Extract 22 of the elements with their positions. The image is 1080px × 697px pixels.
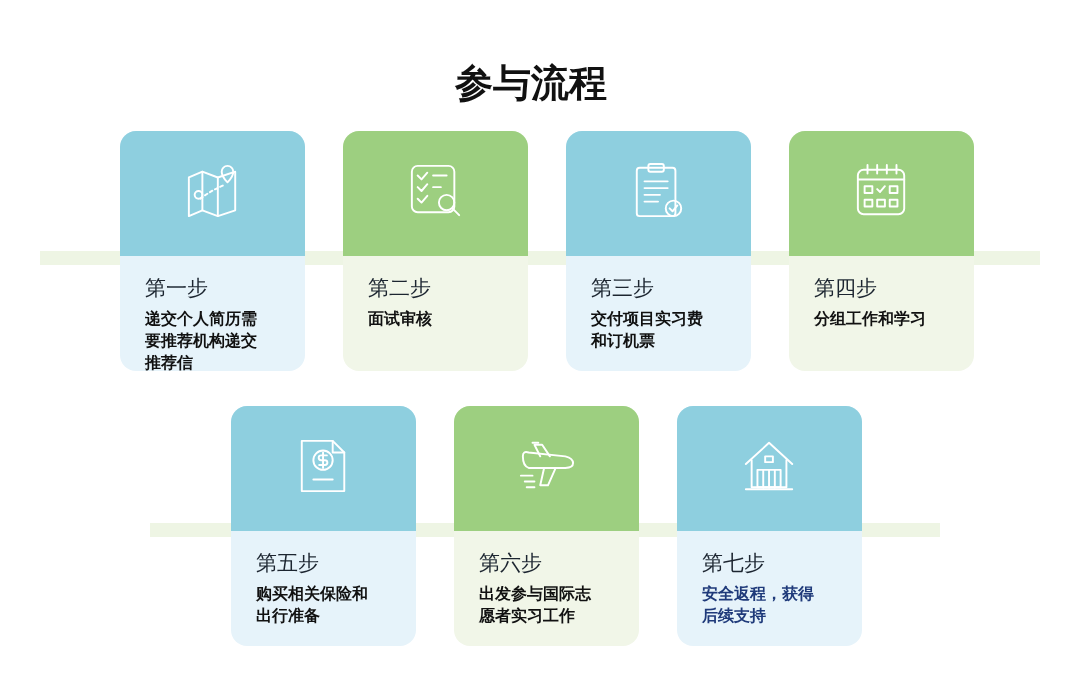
step-card [789, 131, 974, 371]
step-heading: 第四步 [814, 275, 877, 302]
step-heading: 第二步 [368, 275, 431, 302]
step-description: 购买相关保险和出行准备 [256, 583, 369, 627]
step-heading: 第七步 [702, 550, 765, 577]
step-heading: 第一步 [145, 275, 208, 302]
step-card [120, 131, 305, 371]
title: 参与流程 [455, 60, 607, 107]
step-heading: 第三步 [591, 275, 654, 302]
step-description: 出发参与国际志愿者实习工作 [479, 583, 592, 627]
step-heading: 第五步 [256, 550, 319, 577]
step-card [566, 131, 751, 371]
step-description: 安全返程，获得后续支持 [702, 583, 815, 627]
step-description: 递交个人简历需要推荐机构递交推荐信 [145, 308, 258, 371]
step-card [677, 406, 862, 646]
step-card [231, 406, 416, 646]
step-card [454, 406, 639, 646]
step-heading: 第六步 [479, 550, 542, 577]
step-description: 交付项目实习费和订机票 [591, 308, 704, 352]
step-description: 面试审核 [368, 308, 433, 330]
step-card [343, 131, 528, 371]
step-description: 分组工作和学习 [814, 308, 927, 330]
